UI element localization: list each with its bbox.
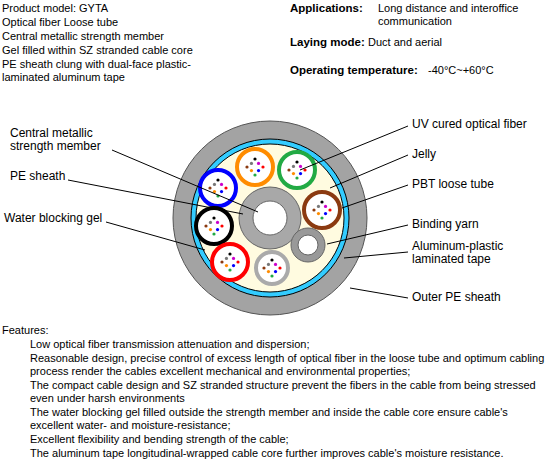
optical-fiber <box>245 165 248 168</box>
feature-item: The water blocking gel filled outside th… <box>30 406 545 432</box>
optical-fiber <box>287 168 290 171</box>
optical-fiber <box>274 270 277 273</box>
callout-label: Water blocking gel <box>4 212 124 225</box>
feature-item: The aluminum tape longitudinal-wrapped c… <box>30 447 545 460</box>
optical-fiber <box>253 173 256 176</box>
optical-fiber <box>216 228 219 231</box>
optical-fiber <box>299 172 302 175</box>
optical-fiber <box>257 162 260 165</box>
spec-heading: Operating temperature: <box>290 64 430 77</box>
optical-fiber <box>209 228 212 231</box>
optical-fiber <box>295 176 298 179</box>
spec-value: -40°C~+60°C <box>428 64 538 77</box>
outer-sheath <box>173 121 367 315</box>
loose-tube <box>237 149 273 185</box>
optical-fiber <box>317 212 320 215</box>
loose-tube <box>304 192 340 228</box>
callout-label: Aluminum-plastic laminated tape <box>412 240 546 266</box>
optical-fiber <box>220 224 223 227</box>
optical-fiber <box>224 186 227 189</box>
optical-fiber <box>320 216 323 219</box>
feature-item: The compact cable design and SZ stranded… <box>30 379 545 405</box>
optical-fiber <box>270 258 273 261</box>
optical-fiber <box>324 205 327 208</box>
optical-fiber <box>232 264 235 267</box>
optical-fiber <box>250 169 253 172</box>
optical-fiber <box>232 257 235 260</box>
optical-fiber <box>212 216 215 219</box>
optical-fiber <box>270 274 273 277</box>
cable-core <box>196 144 344 292</box>
optical-fiber <box>220 190 223 193</box>
callout-label: Binding yarn <box>412 218 532 231</box>
spec-value: Duct and aerial <box>368 36 488 49</box>
optical-fiber <box>208 186 211 189</box>
optical-fiber <box>317 205 320 208</box>
optical-fiber <box>274 263 277 266</box>
optical-fiber <box>292 165 295 168</box>
spec-heading: Laying mode: <box>290 36 370 49</box>
feature-item: Reasonable design, precise control of ex… <box>30 352 545 378</box>
spec-heading: Applications: <box>290 2 380 15</box>
features-heading: Features: <box>2 324 102 337</box>
optical-fiber <box>228 268 231 271</box>
optical-fiber <box>262 266 265 269</box>
strength-member <box>253 201 287 235</box>
optical-fiber <box>213 183 216 186</box>
callout-label: UV cured optical fiber <box>412 118 548 131</box>
optical-fiber <box>295 160 298 163</box>
optical-fiber <box>320 200 323 203</box>
spec-line: Optical fiber Loose tube <box>2 16 222 29</box>
spec-line: Product model: GYTA <box>2 2 222 15</box>
loose-tube <box>212 244 248 280</box>
optical-fiber <box>250 162 253 165</box>
optical-fiber <box>220 260 223 263</box>
optical-fiber <box>209 221 212 224</box>
optical-fiber <box>257 169 260 172</box>
optical-fiber <box>220 183 223 186</box>
optical-fiber <box>236 260 239 263</box>
optical-fiber <box>267 270 270 273</box>
leader-lines <box>68 126 408 298</box>
binding-yarn-core <box>298 235 318 255</box>
loose-tube <box>196 208 232 244</box>
feature-item: Low optical fiber transmission attenuati… <box>30 338 545 351</box>
callout-label: PBT loose tube <box>412 178 532 191</box>
spec-value: Long distance and interoffice communicat… <box>378 2 546 28</box>
optical-fiber <box>312 208 315 211</box>
optical-fiber <box>216 221 219 224</box>
callout-label: Outer PE sheath <box>412 291 532 304</box>
optical-fiber <box>228 252 231 255</box>
loose-tube <box>279 152 315 188</box>
optical-fiber <box>212 232 215 235</box>
optical-fiber <box>299 165 302 168</box>
features-list: Low optical fiber transmission attenuati… <box>30 338 545 461</box>
optical-fiber <box>225 257 228 260</box>
feature-item: Excellent flexibility and bending streng… <box>30 433 545 446</box>
optical-fiber <box>253 157 256 160</box>
spec-line: Gel filled within SZ stranded cable core <box>2 44 232 57</box>
optical-fiber <box>324 212 327 215</box>
optical-fiber <box>278 266 281 269</box>
callout-label: Central metallic strength member <box>10 127 130 153</box>
optical-fiber <box>328 208 331 211</box>
optical-fiber <box>267 263 270 266</box>
optical-fiber <box>261 165 264 168</box>
binding-yarn <box>291 228 325 262</box>
optical-fiber <box>292 172 295 175</box>
callout-label: PE sheath <box>10 170 100 183</box>
optical-fiber <box>204 224 207 227</box>
optical-fiber <box>225 264 228 267</box>
optical-fiber <box>216 178 219 181</box>
spec-line: PE sheath clung with dual-face plastic-l… <box>2 58 217 84</box>
aluminum-tape <box>191 139 349 297</box>
callout-label: Jelly <box>412 148 512 161</box>
spec-line: Central metallic strength member <box>2 30 222 43</box>
loose-tube <box>256 252 288 284</box>
